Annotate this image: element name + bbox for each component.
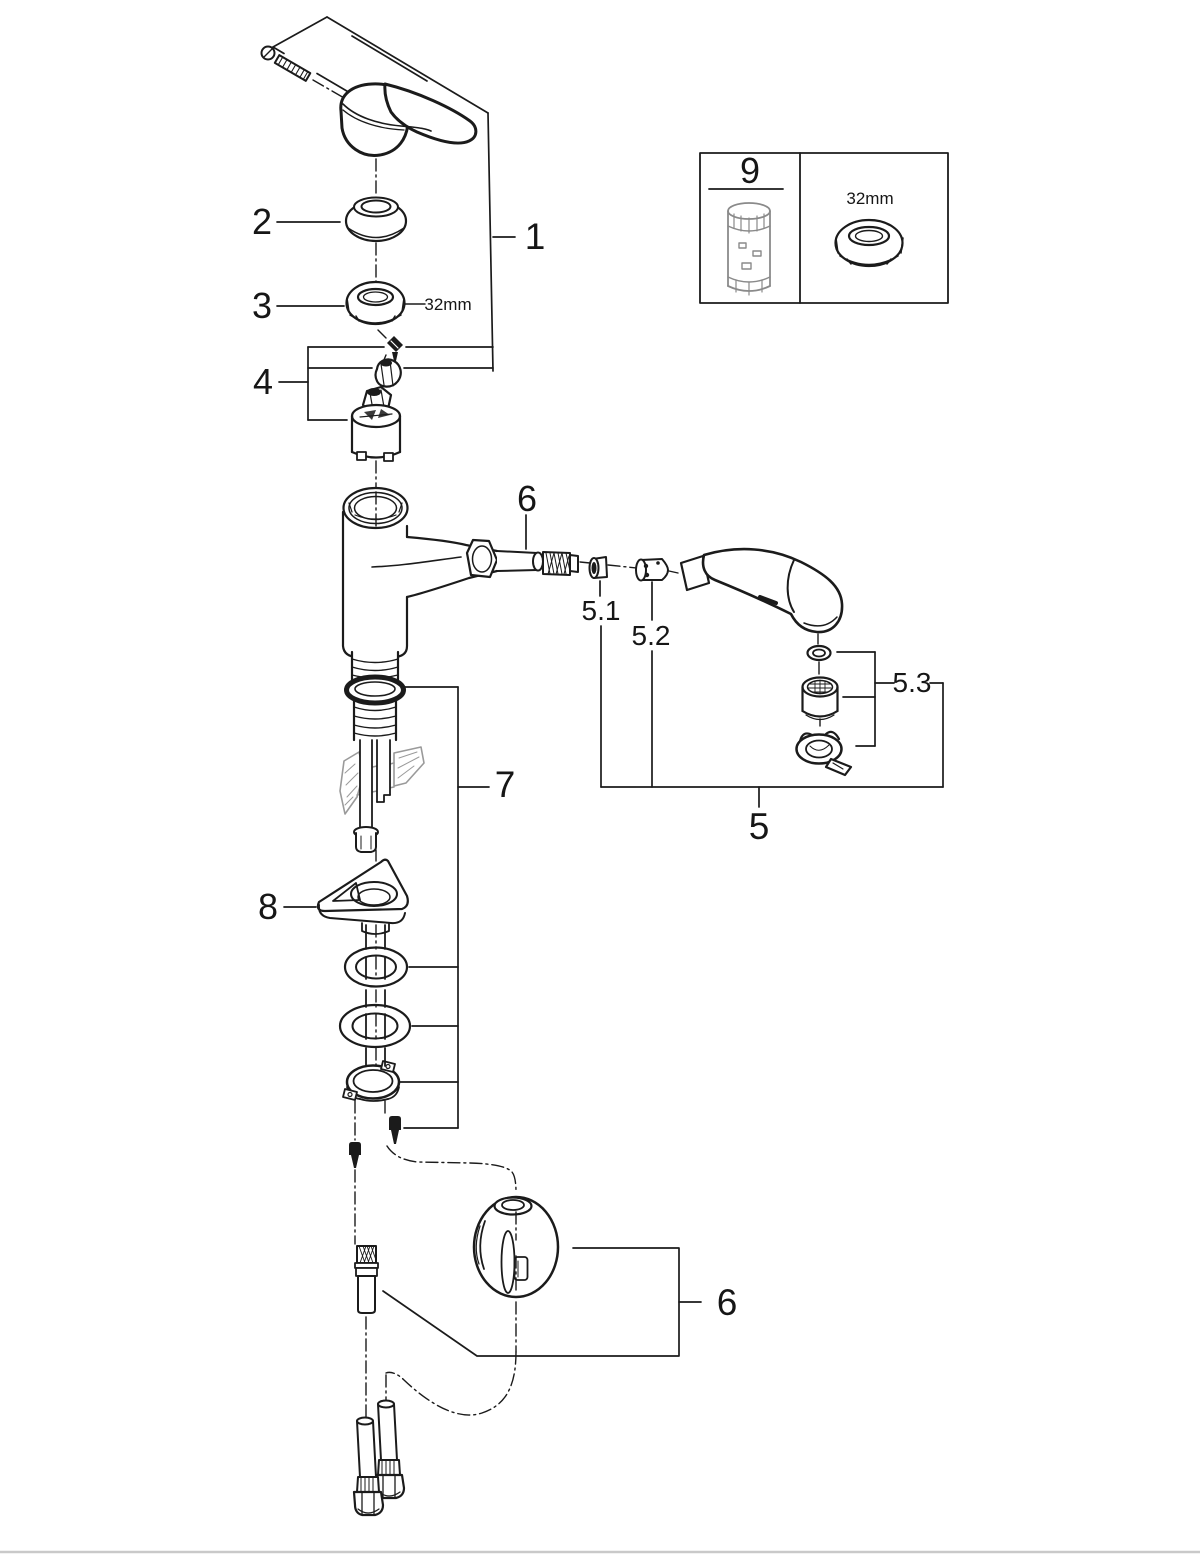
hose-connector-drawing [354,1245,379,1314]
callout-part-6-bottom: 6 [716,1282,738,1323]
callout-part-5: 5 [748,806,770,847]
callout-part-7: 7 [494,764,516,805]
callout-part-1: 1 [524,216,546,257]
handle-screw-drawing [260,45,312,82]
callout-part-6-top: 6 [516,478,538,519]
wand-hose-end-drawing [496,550,579,576]
trim-nut-drawing [345,280,406,326]
dimension-kit-nut: 32mm [846,189,894,208]
mousseur-set-drawing [795,644,853,777]
hose-weight-ball-drawing [472,1195,560,1299]
stud-lines [365,924,386,1067]
callout-part-5-2: 5.2 [631,620,671,651]
fixing-screws-drawing [349,1116,401,1168]
supply-hoses-drawing [352,1399,406,1517]
callout-part-4: 4 [252,361,274,402]
callout-part-2: 2 [251,201,273,242]
dimension-trim-nut: 32mm [424,295,472,314]
cartridge-set-drawing [350,336,403,462]
callout-part-3: 3 [251,285,273,326]
spray-head-drawing [679,547,844,634]
lever-handle-drawing [339,82,478,157]
faucet-body-drawing [341,486,499,659]
callout-part-5-1: 5.1 [581,595,621,626]
supply-tubes-drawing [353,739,391,853]
service-kit-box-drawing [699,152,949,304]
callout-part-8: 8 [257,886,279,927]
mounting-hardware-drawing [338,946,412,1102]
hose-seal-parts-drawing [588,556,669,582]
cap-ring-drawing [344,196,408,243]
callout-part-5-3: 5.3 [892,667,932,698]
callout-part-9: 9 [739,150,761,191]
shank-drawing [344,650,406,742]
wedge-bracket-drawing [316,858,409,935]
